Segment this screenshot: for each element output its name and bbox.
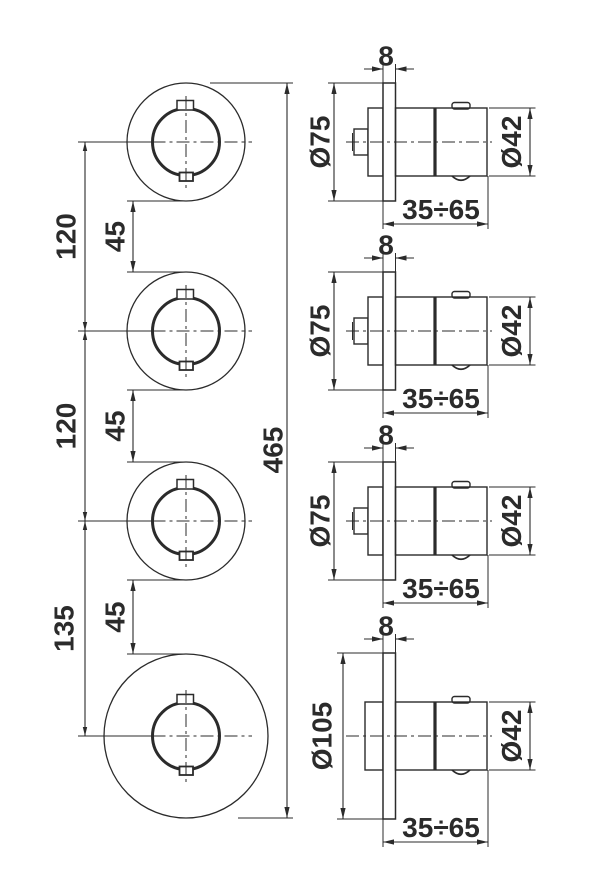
dim-label-thickness-4: 8 <box>378 611 394 642</box>
knob-dia-arrow <box>527 354 533 365</box>
dim-label-thickness-2: 8 <box>378 230 394 261</box>
dim-label-plate-dia-1: Ø75 <box>305 116 336 169</box>
handle-top-notch-4 <box>176 693 195 705</box>
dim-label-gap-1: 45 <box>100 221 131 252</box>
gap-arrow <box>130 643 136 654</box>
dim-label-overall: 465 <box>258 427 289 474</box>
depth-arrow <box>477 600 488 606</box>
dim-label-gap-2: 45 <box>100 410 131 441</box>
dim-label-gap-3: 45 <box>100 601 131 632</box>
plate-dia-arrow <box>340 808 346 819</box>
8-arrow <box>372 445 383 451</box>
dim-label-thickness-1: 8 <box>378 41 394 72</box>
spacing-arrow <box>82 521 88 530</box>
knob-bottom-tab-1 <box>451 175 471 182</box>
spacing-arrow <box>82 512 88 521</box>
knob-dia-arrow <box>527 297 533 308</box>
knob-bottom-tab-2 <box>451 364 471 371</box>
gap-arrow <box>130 451 136 462</box>
overall-arrow <box>284 807 290 818</box>
handle-top-notch-1 <box>176 99 195 111</box>
8-arrow <box>372 255 383 261</box>
depth-arrow <box>383 410 394 416</box>
8-arrow <box>395 636 407 642</box>
8-arrow <box>372 66 383 72</box>
knob-bottom-tab-3 <box>451 554 471 561</box>
plate-dia-arrow <box>331 462 337 473</box>
spacing-arrow <box>82 331 88 340</box>
gap-arrow <box>130 201 136 212</box>
handle-top-notch-3 <box>176 478 195 490</box>
depth-arrow <box>477 410 488 416</box>
knob-dia-arrow <box>527 544 533 555</box>
plate-dia-arrow <box>331 272 337 283</box>
dim-label-thickness-3: 8 <box>378 420 394 451</box>
dim-label-knob-dia-2: Ø42 <box>496 305 527 358</box>
dim-label-plate-dia-4: Ø105 <box>307 702 338 771</box>
overall-arrow <box>284 83 290 94</box>
dim-label-depth-4: 35÷65 <box>402 812 480 843</box>
depth-arrow <box>477 839 488 845</box>
8-arrow <box>395 255 407 261</box>
dim-label-knob-dia-4: Ø42 <box>496 710 527 763</box>
dim-label-plate-dia-3: Ø75 <box>305 495 336 548</box>
gap-arrow <box>130 261 136 272</box>
8-arrow <box>395 445 407 451</box>
8-arrow <box>372 636 383 642</box>
gap-arrow <box>130 580 136 591</box>
dim-label-knob-dia-3: Ø42 <box>496 495 527 548</box>
dim-label-depth-2: 35÷65 <box>402 383 480 414</box>
depth-arrow <box>477 221 488 227</box>
plate-dia-arrow <box>340 653 346 664</box>
dim-label-plate-dia-2: Ø75 <box>305 305 336 358</box>
plate-dia-arrow <box>331 379 337 390</box>
knob-bottom-tab-4 <box>451 769 471 776</box>
dim-label-depth-1: 35÷65 <box>402 194 480 225</box>
knob-dia-arrow <box>527 759 533 770</box>
dim-label-depth-3: 35÷65 <box>402 573 480 604</box>
spacing-arrow <box>82 727 88 736</box>
depth-arrow <box>383 600 394 606</box>
dim-label-spacing-3: 135 <box>49 605 80 652</box>
gap-arrow <box>130 390 136 401</box>
handle-top-notch-2 <box>176 288 195 300</box>
dim-label-spacing-1: 120 <box>51 213 82 260</box>
8-arrow <box>395 66 407 72</box>
spacing-arrow <box>82 322 88 331</box>
dim-label-knob-dia-1: Ø42 <box>496 116 527 169</box>
knob-dia-arrow <box>527 108 533 119</box>
plate-dia-arrow <box>331 83 337 94</box>
knob-dia-arrow <box>527 487 533 498</box>
knob-dia-arrow <box>527 702 533 713</box>
plate-dia-arrow <box>331 190 337 201</box>
plate-dia-arrow <box>331 569 337 580</box>
spacing-arrow <box>82 142 88 151</box>
knob-dia-arrow <box>527 165 533 176</box>
dim-label-spacing-2: 120 <box>51 403 82 450</box>
depth-arrow <box>383 839 394 845</box>
depth-arrow <box>383 221 394 227</box>
